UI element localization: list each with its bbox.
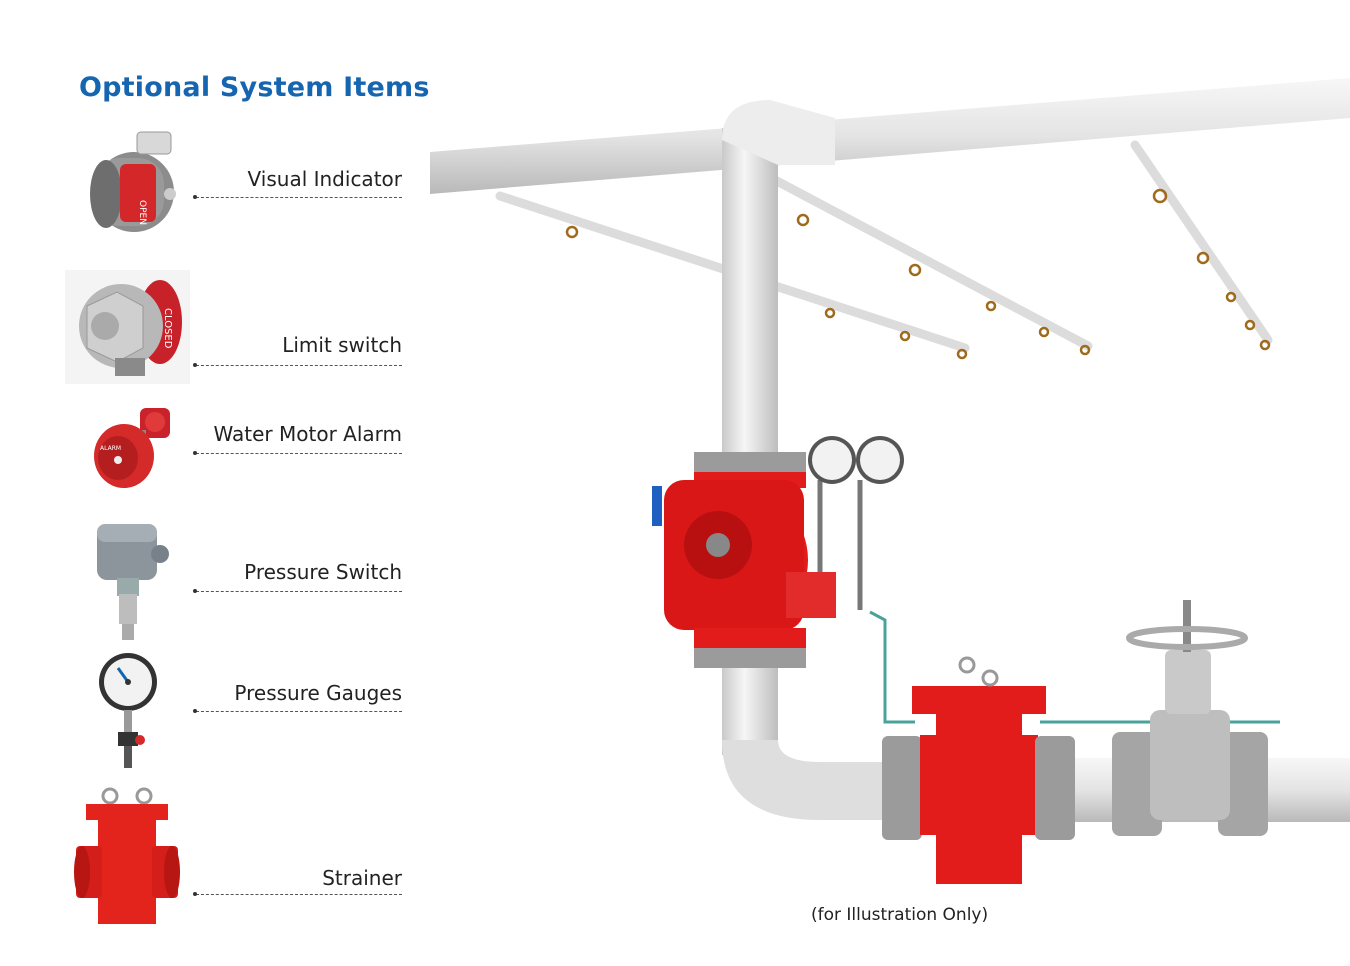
- item-label-visual-indicator: Visual Indicator: [247, 167, 402, 191]
- svg-text:OPEN: OPEN: [137, 200, 147, 225]
- item-label-limit-switch: Limit switch: [282, 333, 402, 357]
- item-label-pressure-gauges: Pressure Gauges: [234, 681, 402, 705]
- strainer-icon: [74, 787, 180, 924]
- water-motor-alarm-icon: ALARM: [94, 408, 170, 488]
- sprinkler-system-illustration: [430, 78, 1350, 884]
- svg-text:ALARM: ALARM: [100, 445, 121, 452]
- leader-line: [193, 589, 402, 593]
- pressure-gauge-icon: [99, 653, 157, 768]
- leader-line: [193, 451, 402, 455]
- leader-line: [193, 195, 402, 199]
- item-label-pressure-switch: Pressure Switch: [244, 560, 402, 584]
- pressure-switch-icon: [97, 524, 169, 640]
- leader-line: [193, 363, 402, 367]
- item-label-strainer: Strainer: [322, 866, 402, 890]
- limit-switch-icon: CLOSED: [65, 270, 190, 384]
- svg-text:CLOSED: CLOSED: [162, 308, 173, 349]
- visual-indicator-icon: OPEN: [90, 131, 176, 232]
- page-title: Optional System Items: [79, 72, 430, 103]
- leader-line: [193, 709, 402, 713]
- illustration-caption: (for Illustration Only): [811, 905, 989, 925]
- item-label-water-motor-alarm: Water Motor Alarm: [213, 422, 402, 446]
- leader-line: [193, 892, 402, 896]
